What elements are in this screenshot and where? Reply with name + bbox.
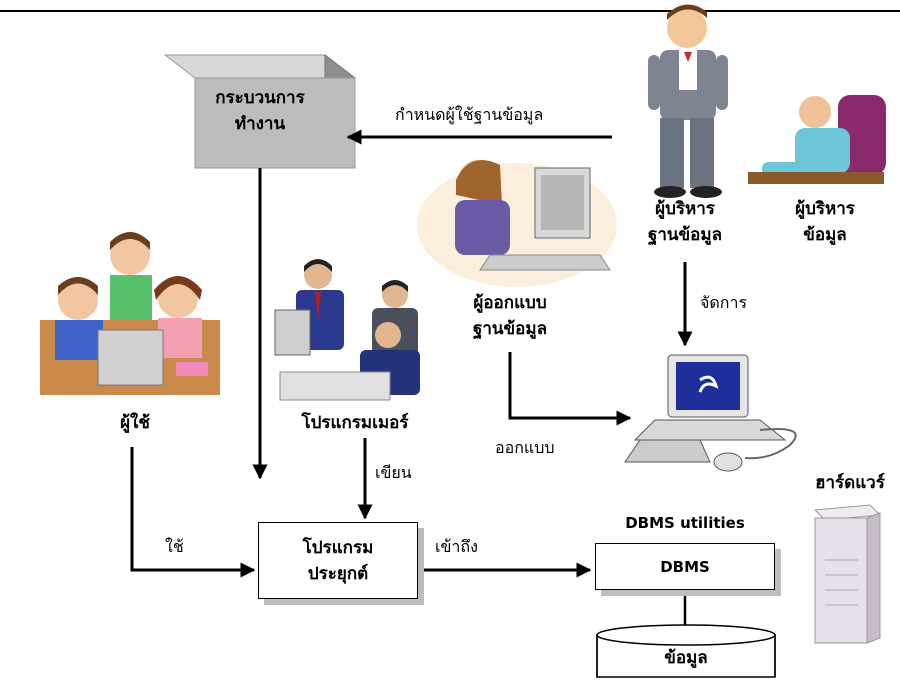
label-define-users: กำหนดผู้ใช้ฐานข้อมูล [395, 105, 544, 124]
designer-illustration [417, 160, 617, 287]
db-admin-illustration [648, 4, 728, 198]
process-box-line1: กระบวนการ [215, 88, 305, 108]
role-data-admin: ผู้บริหาร ข้อมูล [775, 196, 875, 248]
data-admin-illustration [748, 95, 886, 184]
role-data-admin-line2: ข้อมูล [803, 225, 847, 245]
user-illustration [40, 232, 220, 395]
role-hardware: ฮาร์ดแวร์ [815, 473, 885, 493]
label-design: ออกแบบ [495, 438, 555, 457]
role-programmer: โปรแกรมเมอร์ [301, 413, 409, 433]
role-db-admin: ผู้บริหาร ฐานข้อมูล [635, 196, 735, 248]
label-use: ใช้ [165, 537, 184, 556]
role-designer-line1: ผู้ออกแบบ [473, 293, 547, 313]
data-store-label: ข้อมูล [664, 648, 708, 668]
label-access: เข้าถึง [435, 537, 478, 556]
process-box-line2: ทำงาน [234, 114, 286, 134]
programmer-illustration [274, 259, 420, 401]
arrow-use [130, 447, 256, 578]
process-box-label: กระบวนการ ทำงาน [195, 85, 325, 137]
label-write: เขียน [375, 463, 412, 482]
label-manage: จัดการ [700, 293, 748, 312]
computer-illustration [624, 354, 797, 472]
role-data-admin-line1: ผู้บริหาร [795, 199, 855, 219]
role-db-admin-line1: ผู้บริหาร [655, 199, 715, 219]
app-program-line1: โปรแกรม [302, 537, 374, 558]
top-rule [0, 10, 900, 12]
dbms-box: DBMS [595, 543, 775, 590]
arrow-design [508, 352, 632, 426]
dbms-box-label: DBMS [660, 557, 710, 576]
role-user: ผู้ใช้ [120, 413, 150, 433]
app-program-box: โปรแกรม ประยุกต์ [258, 522, 418, 599]
app-program-line2: ประยุกต์ [307, 563, 369, 584]
hardware-tower-illustration [813, 504, 882, 644]
dbms-utilities-label: DBMS utilities [625, 514, 745, 532]
role-db-admin-line2: ฐานข้อมูล [647, 225, 722, 245]
role-designer: ผู้ออกแบบ ฐานข้อมูล [455, 290, 565, 342]
data-cylinder [596, 624, 776, 678]
role-designer-line2: ฐานข้อมูล [472, 319, 547, 339]
